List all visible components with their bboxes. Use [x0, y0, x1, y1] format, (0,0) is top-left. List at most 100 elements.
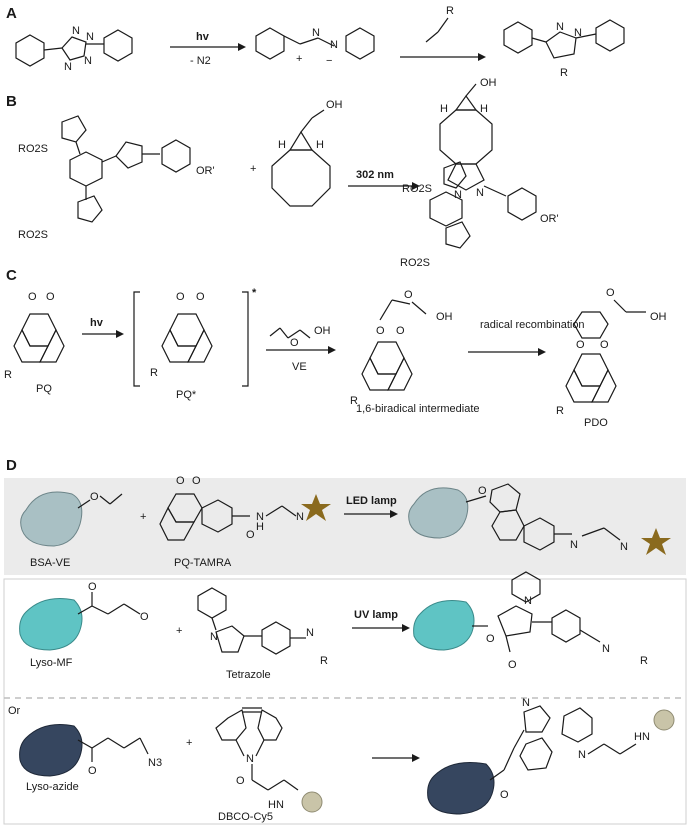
b-ro2s-top: RO2S	[18, 143, 48, 155]
imine-n2: N	[330, 39, 338, 51]
azp-nh: HN	[634, 731, 650, 743]
tamra-star	[301, 494, 331, 521]
b-ro2s-bottom: RO2S	[18, 229, 48, 241]
pq-o2: O	[46, 291, 55, 303]
pq-name: PQ	[36, 383, 52, 395]
az-o: O	[88, 765, 97, 777]
b-prod-h-right: H	[480, 103, 488, 115]
pq-star-r: R	[150, 367, 158, 379]
ve-oh: OH	[314, 325, 331, 337]
row1-background	[4, 478, 686, 575]
br-o-right: O	[396, 325, 405, 337]
pdo-o-right: O	[600, 339, 609, 351]
row-bsa: O BSA-VE + O O O N H N PQ-TAMRA LED lamp	[20, 475, 671, 569]
lyso-azide-protein	[19, 724, 83, 777]
b-h-left: H	[278, 139, 286, 151]
azp-o: O	[500, 789, 509, 801]
rows23-frame	[3, 578, 687, 825]
lyso-azide-product-protein	[427, 762, 495, 815]
b-plus: +	[250, 163, 256, 175]
row-lyso-mf: O O Lyso-MF + N N R Tetrazole UV lamp O	[19, 571, 648, 681]
imine-n1: N	[312, 27, 320, 39]
tetrazole-n1: N	[72, 25, 80, 37]
lyso-mf-product-protein	[413, 600, 475, 651]
b-prod-or-prime: OR'	[540, 213, 559, 225]
bsa-protein	[20, 491, 83, 547]
bracket-left	[133, 291, 140, 387]
dbco-hn: HN	[268, 799, 284, 811]
pdo-o-left: O	[576, 339, 585, 351]
bsa-product-protein	[408, 487, 469, 539]
bsa-prod-nh: N	[620, 541, 628, 553]
row2-plus: +	[176, 625, 182, 637]
tz-nh: N	[306, 627, 314, 639]
pyrazoline: N N R	[503, 19, 625, 79]
panel-c-label: C	[6, 267, 17, 284]
alkene-r: R	[446, 5, 454, 17]
b-oh: OH	[326, 99, 343, 111]
pyrazoline-n1: N	[556, 21, 564, 33]
panel-b-label: B	[6, 93, 17, 110]
panel-a: A N N N N hv - N2 N N + −	[6, 5, 625, 79]
mf-o2: O	[140, 611, 149, 623]
b-prod-ro2s-bottom: RO2S	[400, 257, 430, 269]
b-h-right: H	[316, 139, 324, 151]
pyrazoline-r: R	[560, 67, 568, 79]
dbco-cy5-label: DBCO-Cy5	[218, 811, 273, 823]
panel-a-label: A	[6, 5, 17, 22]
b-condition: 302 nm	[356, 169, 394, 181]
diaryl-tetrazole: N N N N	[15, 25, 133, 73]
bsa-ve-label: BSA-VE	[30, 557, 70, 569]
pq-star-name: PQ*	[176, 389, 197, 401]
pqt-o2: O	[192, 475, 201, 487]
mf-o1: O	[88, 581, 97, 593]
pdo-product: O OH O O R PDO	[556, 287, 667, 429]
bsa-prod-n: N	[570, 539, 578, 551]
pqt-n: N	[296, 511, 304, 523]
pqt-amide-o: O	[246, 529, 255, 541]
tz-n1: N	[210, 631, 218, 643]
charge-minus: −	[326, 55, 332, 67]
row3-plus: +	[186, 737, 192, 749]
pqt-amide-h: H	[256, 521, 264, 533]
charge-plus: +	[296, 53, 302, 65]
c-condition-hv: hv	[90, 317, 104, 329]
lyso-azide-label: Lyso-azide	[26, 781, 79, 793]
pq-o1: O	[28, 291, 37, 303]
nitrile-imine: N N + −	[255, 27, 375, 67]
lyso-mf-protein	[19, 598, 83, 651]
mfp-o2: O	[508, 659, 517, 671]
c-condition-ve: VE	[292, 361, 307, 373]
mfp-nh: N	[602, 643, 610, 655]
pdo-name: PDO	[584, 417, 608, 429]
pq-excited: O O R PQ*	[150, 291, 213, 401]
bsa-prod-o: O	[478, 485, 487, 497]
bsa-o: O	[90, 491, 99, 503]
b-or-prime: OR'	[196, 165, 215, 177]
pqt-amide-n: N	[256, 511, 264, 523]
biradical-intermediate: O OH O O R 1,6-biradical intermediate	[350, 289, 480, 415]
tetrazole-n4: N	[64, 61, 72, 73]
azp-n: N	[578, 749, 586, 761]
az-n3: N3	[148, 757, 162, 769]
condition-hv: hv	[196, 31, 210, 43]
pyrazoline-product-b: OH H H N N RO2S OR' RO2S	[400, 77, 559, 269]
row-lyso-azide: O N3 Lyso-azide + N O HN DBCO-Cy5	[19, 697, 675, 823]
lyso-mf-label: Lyso-MF	[30, 657, 73, 669]
row1-plus: +	[140, 511, 146, 523]
br-o-left: O	[376, 325, 385, 337]
tetrazole-reagent-b: RO2S OR' RO2S	[18, 115, 215, 241]
br-name: 1,6-biradical intermediate	[356, 403, 480, 415]
cy5-ball	[301, 791, 323, 813]
br-r: R	[350, 395, 358, 407]
pqt-o1: O	[176, 475, 185, 487]
pq-molecule: O O R PQ	[4, 291, 65, 395]
c-condition-radical: radical recombination	[480, 319, 585, 331]
row1-condition: LED lamp	[346, 495, 397, 507]
tz-r: R	[320, 655, 328, 667]
pq-r: R	[4, 369, 12, 381]
dbco-n: N	[246, 753, 254, 765]
panel-d-label: D	[6, 457, 17, 474]
condition-minus-n2: - N2	[190, 55, 211, 67]
